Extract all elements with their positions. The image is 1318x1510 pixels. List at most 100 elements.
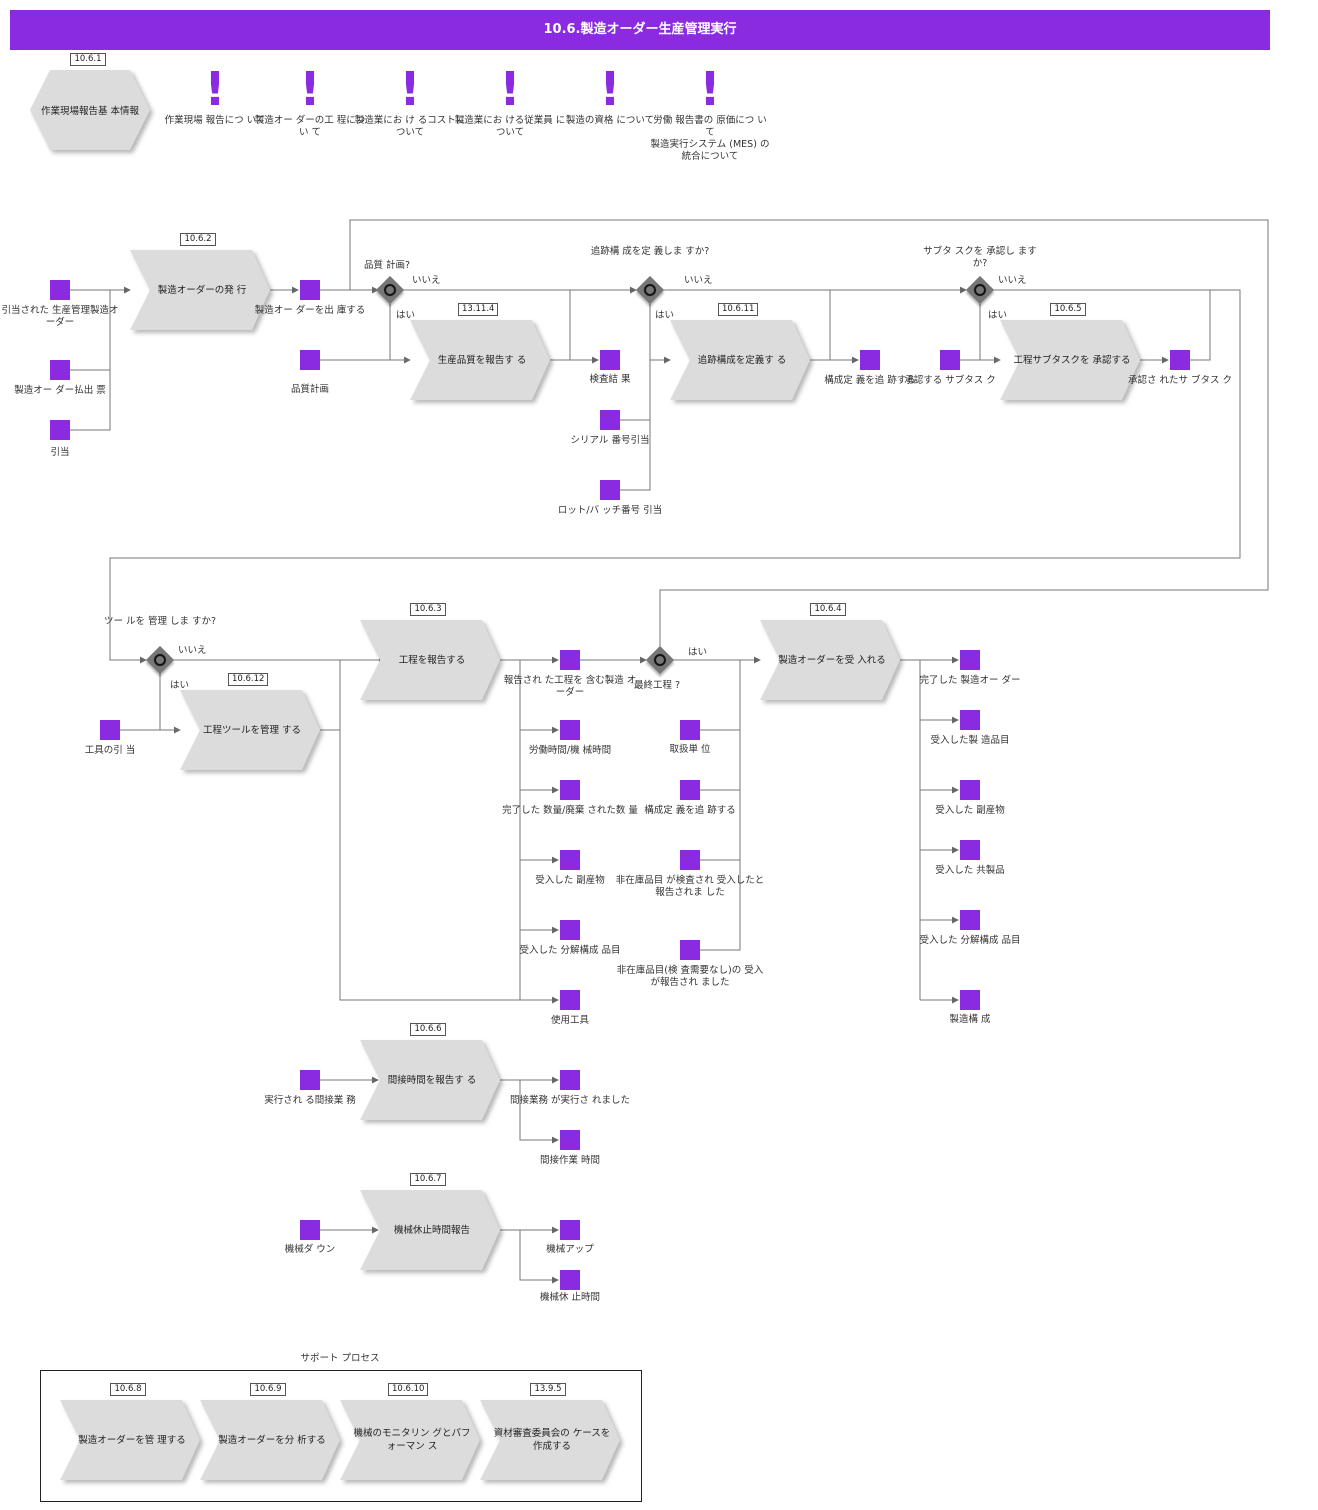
data-object[interactable] bbox=[560, 720, 580, 740]
object-label: 機械ダ ウン bbox=[284, 1244, 336, 1255]
gateway-yes-label: はい bbox=[655, 310, 675, 321]
data-object[interactable] bbox=[560, 1130, 580, 1150]
gateway-question: 最終工程 ? bbox=[634, 680, 681, 691]
object-label: 受入した製 造品目 bbox=[930, 735, 1010, 746]
data-object[interactable] bbox=[560, 1270, 580, 1290]
data-object[interactable] bbox=[560, 920, 580, 940]
object-label: 使用工具 bbox=[550, 1015, 589, 1026]
support-process-analyze-order[interactable]: 製造オーダーを分 析する bbox=[200, 1400, 340, 1480]
data-object[interactable] bbox=[560, 650, 580, 670]
support-process-machine-monitoring[interactable]: 機械のモニタリン グとパフォーマン ス bbox=[340, 1400, 480, 1480]
data-object[interactable] bbox=[560, 850, 580, 870]
process-define-trace[interactable]: 追跡構成を定義す る bbox=[670, 320, 810, 400]
gateway-yes-label: はい bbox=[688, 647, 708, 658]
object-label: 完了した 製造オー ダー bbox=[919, 675, 1021, 686]
data-object[interactable] bbox=[50, 280, 70, 300]
process-id-badge: 10.6.12 bbox=[228, 673, 269, 686]
data-object[interactable] bbox=[560, 990, 580, 1010]
object-label: 製造オー ダー払出 票 bbox=[14, 385, 106, 396]
data-object[interactable] bbox=[300, 350, 320, 370]
process-label: 製造オーダーを受 入れる bbox=[778, 654, 886, 666]
gateway-question: 追跡構 成を定 義しま すか? bbox=[590, 246, 710, 257]
process-label: 機械休止時間報告 bbox=[393, 1224, 470, 1236]
data-object[interactable] bbox=[960, 780, 980, 800]
process-label: 生産品質を報告す る bbox=[437, 354, 527, 366]
data-object[interactable] bbox=[600, 410, 620, 430]
object-label: 完了した 数量/廃棄 された数 量 bbox=[502, 805, 638, 816]
gateway-yes-label: はい bbox=[988, 310, 1008, 321]
data-object[interactable] bbox=[680, 720, 700, 740]
overview-hexagon[interactable]: 作業現場報告基 本情報 bbox=[30, 70, 150, 150]
gateway-question: ツー ルを 管理 しま すか? bbox=[103, 616, 217, 627]
data-object[interactable] bbox=[960, 990, 980, 1010]
gateway-question: サブタ スクを 承認し ますか? bbox=[923, 246, 1037, 269]
note-label: 製造の資格 について bbox=[565, 115, 655, 126]
object-label: 実行され る間接業 務 bbox=[264, 1095, 356, 1106]
object-label: 受入した 分解構成 品目 bbox=[519, 945, 621, 956]
process-label: 工程ツールを管理 する bbox=[202, 724, 302, 736]
process-approve-subtask[interactable]: 工程サブタスクを 承認する bbox=[1000, 320, 1140, 400]
process-label: 製造オーダーを管 理する bbox=[78, 1434, 186, 1446]
note-exclamation-icon[interactable]: ! bbox=[699, 62, 721, 116]
data-object[interactable] bbox=[100, 720, 120, 740]
note-exclamation-icon[interactable]: ! bbox=[599, 62, 621, 116]
data-object[interactable] bbox=[1170, 350, 1190, 370]
note-label: 製造実行システム (MES) の統合について bbox=[650, 139, 770, 162]
data-object[interactable] bbox=[560, 1220, 580, 1240]
data-object[interactable] bbox=[50, 360, 70, 380]
object-label: 工具の引 当 bbox=[84, 745, 136, 756]
gateway-yes-label: はい bbox=[170, 680, 190, 691]
support-process-mrb-case[interactable]: 資材審査委員会の ケースを作成する bbox=[480, 1400, 620, 1480]
process-label: 間接時間を報告す る bbox=[387, 1074, 477, 1086]
process-label: 工程を報告する bbox=[398, 654, 466, 666]
data-object[interactable] bbox=[960, 710, 980, 730]
process-report-indirect-time[interactable]: 間接時間を報告す る bbox=[360, 1040, 500, 1120]
process-id-badge: 10.6.3 bbox=[410, 603, 446, 616]
process-report-operation[interactable]: 工程を報告する bbox=[360, 620, 500, 700]
object-label: 引当された 生産管理製造オーダー bbox=[1, 305, 119, 328]
page-title: 10.6.製造オーダー生産管理実行 bbox=[10, 10, 1270, 50]
object-label: 品質計画 bbox=[290, 384, 329, 395]
object-label: 承認する サブタス ク bbox=[904, 375, 996, 386]
process-id-badge: 10.6.9 bbox=[250, 1383, 286, 1396]
object-label: 非在庫品目 が検査され 受入したと 報告されま した bbox=[615, 875, 765, 898]
data-object[interactable] bbox=[960, 650, 980, 670]
note-label: 製造業にお ける従業員 について bbox=[454, 115, 566, 138]
data-object[interactable] bbox=[860, 350, 880, 370]
process-id-badge: 10.6.5 bbox=[1050, 303, 1086, 316]
data-object[interactable] bbox=[560, 1070, 580, 1090]
data-object[interactable] bbox=[600, 350, 620, 370]
process-id-badge: 10.6.11 bbox=[718, 303, 759, 316]
note-exclamation-icon[interactable]: ! bbox=[299, 62, 321, 116]
process-report-quality[interactable]: 生産品質を報告す る bbox=[410, 320, 550, 400]
data-object[interactable] bbox=[680, 850, 700, 870]
note-exclamation-icon[interactable]: ! bbox=[499, 62, 521, 116]
process-label: 資材審査委員会の ケースを作成する bbox=[493, 1428, 611, 1452]
object-label: 検査結 果 bbox=[589, 374, 631, 385]
data-object[interactable] bbox=[960, 910, 980, 930]
data-object[interactable] bbox=[680, 940, 700, 960]
gateway-no-label: いいえ bbox=[178, 645, 207, 656]
note-exclamation-icon[interactable]: ! bbox=[399, 62, 421, 116]
object-label: 報告され た工程を 含む製造 オーダー bbox=[503, 675, 637, 698]
object-label: 受入した 共製品 bbox=[935, 865, 1005, 876]
process-report-downtime[interactable]: 機械休止時間報告 bbox=[360, 1190, 500, 1270]
data-object[interactable] bbox=[300, 280, 320, 300]
gateway-no-label: いいえ bbox=[684, 275, 713, 286]
data-object[interactable] bbox=[600, 480, 620, 500]
note-exclamation-icon[interactable]: ! bbox=[204, 62, 226, 116]
process-receive-order[interactable]: 製造オーダーを受 入れる bbox=[760, 620, 900, 700]
data-object[interactable] bbox=[300, 1070, 320, 1090]
process-manage-tool[interactable]: 工程ツールを管理 する bbox=[180, 690, 320, 770]
support-process-manage-order[interactable]: 製造オーダーを管 理する bbox=[60, 1400, 200, 1480]
data-object[interactable] bbox=[560, 780, 580, 800]
data-object[interactable] bbox=[960, 840, 980, 860]
data-object[interactable] bbox=[50, 420, 70, 440]
data-object[interactable] bbox=[680, 780, 700, 800]
data-object[interactable] bbox=[300, 1220, 320, 1240]
process-release-order[interactable]: 製造オーダーの発 行 bbox=[130, 250, 270, 330]
object-label: ロット/バ ッチ番号 引当 bbox=[557, 505, 663, 516]
note-label: 労働 報告書の 原価につ いて bbox=[653, 115, 767, 138]
object-label: 機械アップ bbox=[546, 1244, 594, 1255]
data-object[interactable] bbox=[940, 350, 960, 370]
